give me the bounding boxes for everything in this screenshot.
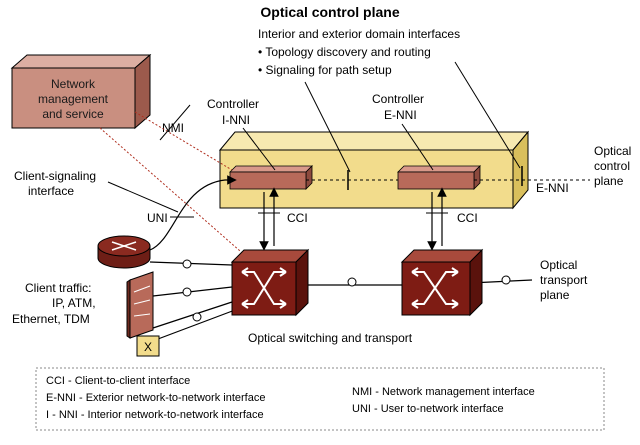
otp-label-2: transport (540, 273, 588, 287)
legend: CCI - Client-to-client interface E-NNI -… (35, 367, 605, 431)
ocp-label-2: control (594, 159, 630, 173)
client-fiber-2 (152, 301, 233, 329)
feature-leader-2 (454, 61, 521, 169)
client-fiber-1 (152, 286, 233, 297)
cci-2-label: CCI (457, 211, 478, 225)
fiber-loop-1 (182, 259, 192, 269)
cci-1-link (258, 187, 280, 251)
x-connect-box: X (136, 335, 160, 357)
client-traffic-label-2: IP, ATM, (52, 296, 96, 310)
nmi-label: NMI (162, 121, 184, 135)
nmi-link-lower (99, 127, 249, 259)
x-fiber (149, 309, 236, 343)
fiber-loop-2 (182, 287, 192, 297)
controller-2-leader (401, 123, 434, 171)
fiber-loop-3 (192, 312, 202, 322)
nmi-link-upper (134, 111, 233, 171)
client-signaling-leader (107, 181, 179, 213)
client-traffic-device (126, 271, 154, 339)
network-management-box: Network management and service (10, 53, 152, 130)
otp-label-1: Optical (540, 258, 577, 272)
feature-topology: • Topology discovery and routing (258, 45, 431, 59)
controller-1-label: Controller (207, 97, 259, 111)
legend-uni: UNI - User to-network interface (352, 403, 504, 415)
controller-1-leader (242, 127, 276, 171)
optical-switch-1 (230, 248, 310, 317)
optical-switch-2 (400, 248, 484, 317)
legend-inni: I - NNI - Interior network-to-network in… (46, 409, 264, 421)
diagram-title: Optical control plane (260, 4, 399, 20)
nms-line-1: Network (51, 77, 96, 91)
legend-enni: E-NNI - Exterior network-to-network inte… (46, 392, 265, 404)
client-signaling-label-2: interface (28, 184, 74, 198)
legend-cci: CCI - Client-to-client interface (46, 375, 190, 387)
controller-1-box (229, 165, 313, 190)
router-icon (97, 235, 151, 269)
controller-2-box (397, 165, 481, 190)
features-heading: Interior and exterior domain interfaces (258, 27, 460, 41)
legend-nmi: NMI - Network management interface (352, 386, 535, 398)
uni-path (149, 175, 237, 251)
nms-line-2: management (38, 92, 109, 106)
cci-1-label: CCI (287, 211, 308, 225)
fiber-loop-5 (501, 275, 511, 285)
ocp-label-3: plane (594, 174, 624, 188)
feature-signaling: • Signaling for path setup (258, 63, 392, 77)
nmi-tick (159, 104, 191, 141)
client-traffic-label-3: Ethernet, TDM (12, 312, 90, 326)
enni-right-label: E-NNI (536, 181, 569, 195)
feature-leader-1 (304, 81, 351, 173)
fiber-loop-4 (347, 277, 357, 287)
otp-label-3: plane (540, 288, 570, 302)
x-box-label: X (144, 340, 152, 354)
enni-top-label: E-NNI (384, 108, 417, 122)
client-traffic-label-1: Client traffic: (25, 281, 91, 295)
cci-2-link (426, 187, 448, 251)
controller-2-label: Controller (372, 92, 424, 106)
nms-line-3: and service (42, 107, 104, 121)
client-signaling-label-1: Client-signaling (14, 169, 96, 183)
uni-label: UNI (147, 211, 168, 225)
switching-label: Optical switching and transport (248, 331, 413, 345)
ocp-label-1: Optical (594, 144, 631, 158)
inni-label: I-NNI (222, 113, 250, 127)
